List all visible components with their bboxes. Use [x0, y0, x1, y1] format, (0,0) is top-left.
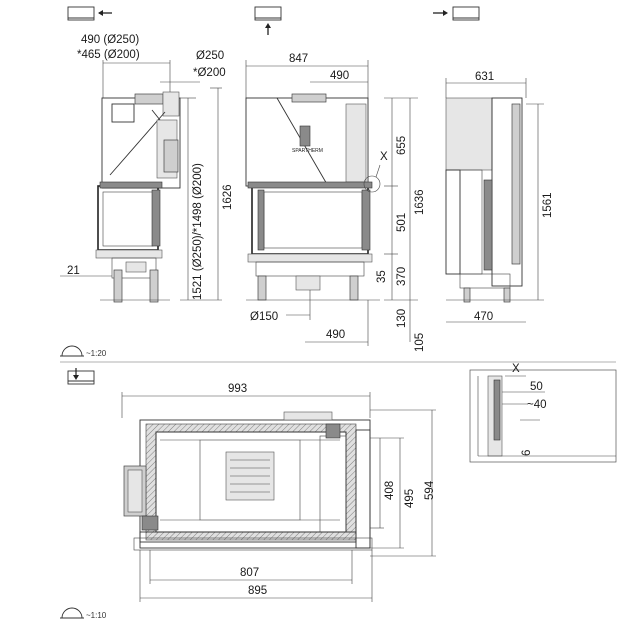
dim-495: 495 — [404, 489, 416, 508]
grate — [225, 451, 275, 501]
dim-1636: 1636 — [414, 189, 426, 215]
plan-view: 993 — [121, 383, 436, 602]
view-right-icon — [433, 6, 480, 21]
dim-370: 370 — [396, 267, 408, 286]
dim-flue2: *Ø200 — [193, 67, 226, 79]
dim-130: 130 — [396, 309, 408, 328]
scale-icon: ~1:20 — [60, 345, 107, 358]
scale-icon-lower: ~1:10 — [60, 607, 107, 620]
dim-993: 993 — [228, 383, 247, 395]
dim-flue-offset: 490 — [330, 70, 349, 82]
detail-dim-50: 50 — [530, 381, 543, 393]
detail-title: X — [512, 363, 520, 375]
dim-vert-flue: 1521 (Ø250)/*1498 (Ø200) — [192, 163, 204, 300]
dim-895: 895 — [248, 585, 267, 597]
dim-bottom-offset: 490 — [326, 329, 345, 341]
dim-105: 105 — [414, 333, 426, 352]
view-top-icon — [67, 368, 95, 385]
dim-right-width: 631 — [475, 71, 494, 83]
dim-foot: 21 — [67, 265, 80, 277]
dim-470: 470 — [474, 311, 493, 323]
dim-height: 1626 — [222, 184, 234, 210]
view-left-icon — [67, 6, 112, 21]
detail-x: X 50 ~40 6 — [469, 363, 617, 463]
dim-408: 408 — [384, 481, 396, 500]
dim-flue1: Ø250 — [196, 50, 224, 62]
side-view-left: 490 (Ø250) *465 (Ø200) Ø250 *Ø200 — [60, 34, 234, 303]
brand-logo: SPARTHERM — [292, 148, 323, 154]
side-view-right: 631 1561 470 — [445, 71, 554, 323]
dim-807: 807 — [240, 567, 259, 579]
dim-top2: *465 (Ø200) — [77, 49, 140, 61]
detail-dim-6: 6 — [521, 450, 533, 456]
view-front-icon — [254, 6, 282, 35]
front-view: 847 490 SPARTHERM X — [245, 53, 426, 352]
scale-lower: ~1:10 — [86, 611, 107, 620]
dim-35: 35 — [376, 270, 388, 283]
dim-1561: 1561 — [542, 192, 554, 218]
scale-upper: ~1:20 — [86, 349, 107, 358]
dim-594: 594 — [424, 480, 436, 500]
dim-air: Ø150 — [250, 311, 278, 323]
dim-top1: 490 (Ø250) — [81, 34, 139, 46]
dim-655: 655 — [396, 136, 408, 155]
detail-dim-40: ~40 — [527, 399, 547, 411]
dim-501: 501 — [396, 213, 408, 232]
detail-marker: X — [380, 151, 388, 163]
dim-front-width: 847 — [289, 53, 308, 65]
